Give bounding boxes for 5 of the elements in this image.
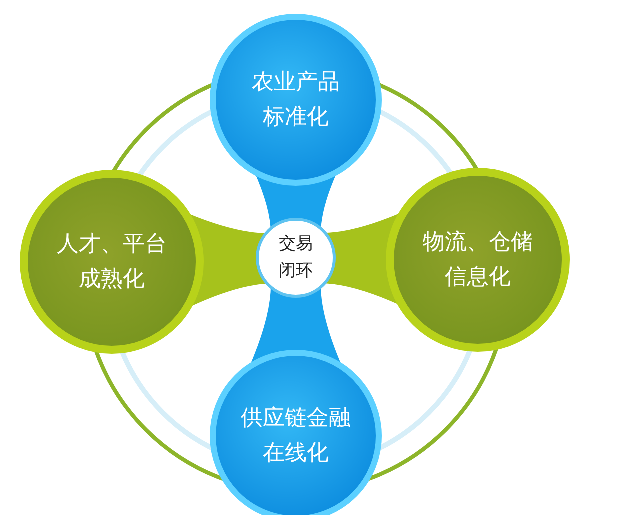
node-label: 交易闭环	[279, 232, 313, 283]
node-label: 物流、仓储信息化	[423, 228, 533, 292]
node-label: 农业产品标准化	[252, 68, 340, 132]
node-label: 人才、平台成熟化	[57, 230, 167, 294]
node-label: 供应链金融在线化	[241, 404, 351, 468]
